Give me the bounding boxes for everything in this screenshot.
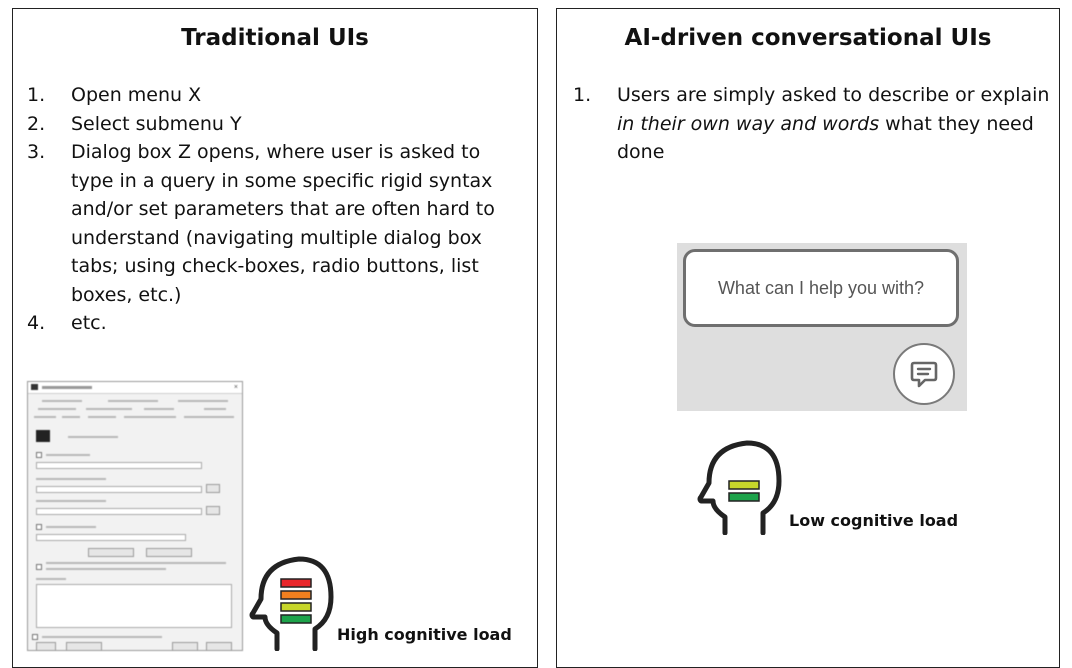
load-bar: [280, 614, 312, 624]
load-bar: [280, 602, 312, 612]
conversational-ui-panel: AI-driven conversational UIs 1. Users ar…: [556, 8, 1060, 668]
step-text: etc.: [71, 312, 107, 334]
chat-widget-illustration: What can I help you with?: [677, 243, 967, 411]
list-item: 3. Dialog box Z opens, where user is aske…: [27, 138, 523, 309]
step-text: Users are simply asked to describe or ex…: [617, 81, 1053, 167]
load-bar: [728, 480, 760, 490]
step-number: 4.: [27, 312, 46, 334]
list-item: 2. Select submenu Y: [27, 110, 523, 139]
step-number: 1.: [573, 84, 592, 106]
step-list: 1. Users are simply asked to describe or…: [573, 81, 1053, 167]
chat-button[interactable]: [893, 343, 955, 405]
step-text-part: what they need done: [617, 112, 1034, 164]
traditional-ui-panel: Traditional UIs 1. Open menu X 2. Select s…: [12, 8, 538, 668]
low-cognitive-load-label: Low cognitive load: [789, 511, 959, 530]
list-item: 1. Users are simply asked to describe or…: [573, 81, 1053, 167]
chat-input[interactable]: What can I help you with?: [683, 249, 959, 327]
step-text-emphasis: in their own way and words: [617, 112, 880, 135]
step-number: 1.: [27, 84, 46, 106]
high-cognitive-load-label: High cognitive load: [337, 625, 512, 644]
load-bar: [280, 578, 312, 588]
step-text-part: Users are simply asked to describe or ex…: [617, 84, 1050, 106]
chat-prompt-text: What can I help you with?: [717, 277, 925, 298]
panel-title: Traditional UIs: [181, 25, 369, 51]
step-number: 2.: [27, 112, 46, 135]
load-bar: [728, 492, 760, 502]
dialog-box-illustration: ×: [27, 381, 243, 651]
panel-title: AI-driven conversational UIs: [624, 25, 992, 51]
head-profile-icon: [697, 440, 782, 535]
list-item: 1. Open menu X: [27, 81, 523, 110]
step-number: 3.: [27, 141, 46, 163]
dialog-titlebar: ×: [28, 382, 242, 394]
load-bar: [280, 590, 312, 600]
step-list: 1. Open menu X 2. Select submenu Y 3. Dialo…: [27, 81, 523, 338]
head-profile-icon: [249, 556, 334, 651]
step-text: Dialog box Z opens, where user is asked …: [71, 141, 495, 306]
chat-icon: [910, 361, 938, 388]
step-text: Open menu X: [71, 84, 202, 106]
list-item: 4. etc.: [27, 309, 523, 338]
step-text: Select submenu Y: [71, 112, 242, 135]
